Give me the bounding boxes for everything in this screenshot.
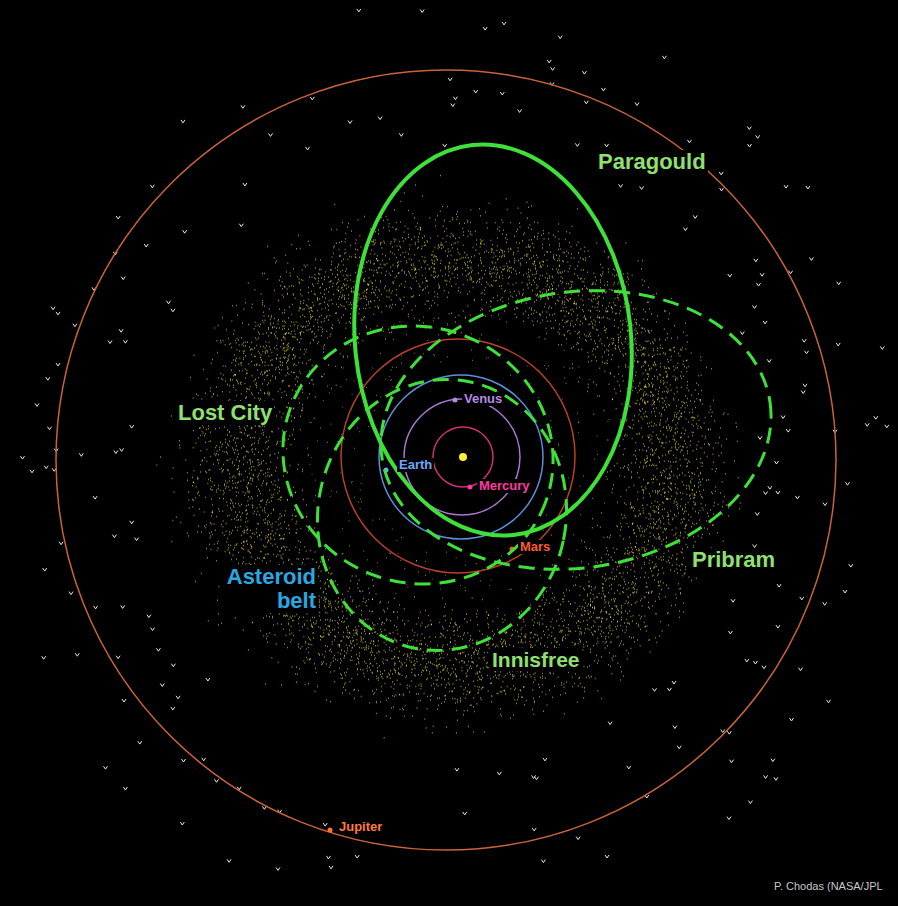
asteroid-dots: [157, 175, 741, 737]
mercury-orbit: [433, 427, 493, 487]
planet-label: Mars: [518, 540, 552, 554]
jupiter-dot: [328, 828, 333, 833]
sun: [459, 453, 467, 461]
meteorite-orbit-label: Innisfree: [490, 648, 582, 671]
meteorite-orbit-label: Pribram: [690, 548, 777, 572]
paragould-orbit: [335, 131, 650, 550]
jupiter-orbit: [56, 70, 836, 850]
innisfree-orbit: [292, 356, 591, 674]
credit-text: P. Chodas (NASA/JPL: [772, 880, 885, 892]
meteorite-orbit-label: Paragould: [596, 150, 708, 174]
outer-object-marks: [21, 9, 889, 871]
pribram-orbit: [363, 266, 790, 594]
planet-label: Jupiter: [337, 820, 384, 834]
planet-label: Earth: [397, 458, 434, 472]
region-label: Asteroid belt: [222, 565, 318, 613]
meteorite-orbit-label: Lost City: [176, 401, 274, 425]
near-earth-dots: [307, 309, 609, 609]
mars-orbit: [341, 339, 575, 573]
planet-label: Mercury: [477, 479, 532, 493]
mercury-dot: [468, 485, 473, 490]
planet-label: Venus: [462, 392, 504, 406]
venus-dot: [453, 398, 458, 403]
earth-orbit: [379, 375, 543, 539]
